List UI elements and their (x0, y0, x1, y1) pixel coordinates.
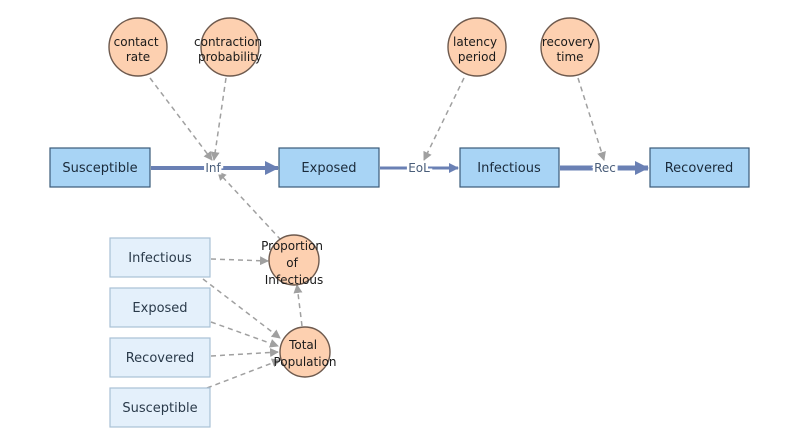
ghost-exposed-label: Exposed (132, 301, 187, 316)
flow-eol[interactable]: EoL (380, 159, 459, 178)
stock-susceptible[interactable]: Susceptible (49, 147, 151, 188)
link-recovery-time-to-rec (577, 77, 606, 161)
ghost-susceptible-label: Susceptible (122, 401, 197, 416)
variable-contact-rate-label: contact rate (114, 35, 163, 64)
stock-infectious[interactable]: Infectious (459, 147, 560, 188)
link-infectious-ghost-to-total (202, 278, 281, 339)
link-susceptible-ghost-to-total (206, 358, 281, 389)
variable-proportion-of-infectious-label: Proportion of Infectious (261, 239, 327, 287)
variable-latency-period-label: latency period (453, 35, 501, 64)
link-infectious-ghost-to-proportion (210, 256, 269, 266)
variable-proportion-of-infectious[interactable]: Proportion of Infectious (261, 234, 327, 287)
info-links (149, 77, 606, 389)
flow-eol-label: EoL (408, 161, 430, 175)
ghost-infectious-label: Infectious (128, 251, 192, 266)
ghost-recovered-label: Recovered (126, 351, 195, 366)
ghost-recovered[interactable]: Recovered (109, 337, 211, 378)
ghost-exposed[interactable]: Exposed (109, 287, 211, 328)
link-total-to-proportion (293, 284, 303, 327)
link-contraction-probability-to-inf (210, 77, 227, 161)
variable-contraction-probability-label: contraction probability (194, 35, 266, 64)
link-latency-period-to-eol (423, 77, 465, 161)
link-recovered-ghost-to-total (210, 347, 279, 357)
stock-recovered[interactable]: Recovered (649, 147, 750, 188)
variable-recovery-time-label: recovery time (542, 35, 598, 64)
ghost-infectious[interactable]: Infectious (109, 237, 211, 278)
link-proportion-to-inf (217, 171, 282, 241)
link-contact-rate-to-inf (149, 77, 213, 161)
variable-total-population-label: Total Population (273, 338, 336, 369)
flow-rec[interactable]: Rec (560, 159, 649, 178)
stock-recovered-label: Recovered (665, 161, 734, 176)
variable-latency-period[interactable]: latency period (447, 17, 507, 77)
flow-inf-label: Inf (205, 161, 221, 175)
ghost-susceptible[interactable]: Susceptible (109, 387, 211, 428)
variable-recovery-time[interactable]: recovery time (540, 17, 600, 77)
variable-contact-rate[interactable]: contact rate (108, 17, 168, 77)
stock-infectious-label: Infectious (477, 161, 541, 176)
flow-rec-label: Rec (594, 161, 616, 175)
flow-inf[interactable]: Inf (151, 159, 279, 178)
stock-exposed[interactable]: Exposed (278, 147, 380, 188)
link-exposed-ghost-to-total (210, 321, 279, 348)
stock-exposed-label: Exposed (301, 161, 356, 176)
variable-contraction-probability[interactable]: contraction probability (194, 17, 266, 77)
stock-susceptible-label: Susceptible (62, 161, 137, 176)
variable-total-population[interactable]: Total Population (273, 326, 337, 378)
